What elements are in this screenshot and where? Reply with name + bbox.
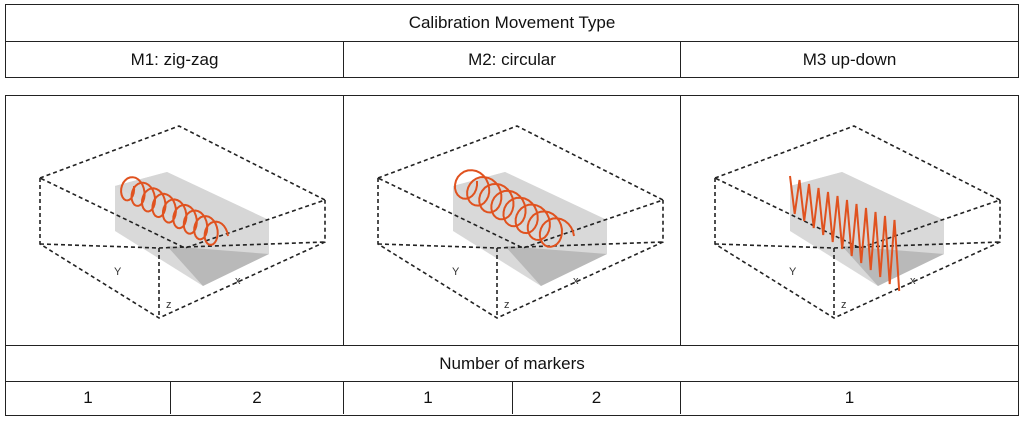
m2-diagram: Y x z	[375, 125, 665, 319]
m2-markers-2: 2	[512, 382, 680, 414]
m1-label: M1: zig-zag	[130, 49, 219, 69]
m2-axis-z-label: z	[504, 299, 510, 311]
illustration-row: Y x z Y x z Y x z	[6, 96, 1018, 345]
calibration-volume-shadow	[504, 246, 607, 286]
m3-updown-trajectory	[789, 175, 901, 292]
calibration-volume-shadow	[167, 246, 269, 286]
bounding-box-mid	[377, 241, 663, 249]
m1-diagram: Y x z	[37, 125, 328, 319]
bounding-box-top	[712, 125, 1003, 249]
bounding-box-mid	[714, 241, 1001, 249]
markers-title: Number of markers	[439, 353, 585, 373]
m3-markers-1: 1	[680, 382, 1018, 414]
m2-label: M2: circular	[343, 42, 680, 77]
m1-zigzag-trajectory	[120, 176, 229, 246]
m1-illustration: Y x z	[6, 96, 343, 345]
m1-axis-y-label: Y	[114, 266, 122, 278]
bounding-box-sides	[376, 178, 664, 319]
m3-axis-y-label: Y	[789, 266, 797, 278]
m3-axis-z-label: z	[841, 299, 847, 311]
bounding-box-mid	[39, 241, 326, 249]
m1-axis-z-label: z	[166, 299, 172, 311]
calibration-volume-face	[790, 172, 944, 236]
bounding-box-top	[375, 125, 665, 249]
m2-axis-y-label: Y	[452, 266, 460, 278]
m3-axis-x-label: x	[910, 275, 916, 287]
markers-header-row: Number of markers	[6, 345, 1018, 381]
movement-type-table: Calibration Movement Type M1: zig-zag M2…	[5, 4, 1019, 78]
bounding-box-sides	[39, 178, 326, 319]
movement-type-header-row: Calibration Movement Type	[6, 5, 1018, 41]
movement-labels-row: M1: zig-zag M2: circular M3 up-down	[6, 41, 1018, 77]
m1-markers-2: 2	[170, 382, 343, 414]
bounding-box-top	[37, 125, 328, 249]
m2-illustration: Y x z	[343, 96, 680, 345]
m3-label: M3 up-down	[680, 42, 1018, 77]
m3-illustration: Y x z	[680, 96, 1018, 345]
movement-type-title: Calibration Movement Type	[408, 13, 616, 32]
m1-axis-x-label: x	[235, 275, 241, 287]
m2-circular-trajectory	[453, 169, 575, 248]
m2-axis-x-label: x	[573, 275, 579, 287]
m1-markers-1: 1	[83, 388, 93, 407]
bounding-box-sides	[714, 178, 1001, 319]
m2-markers-1: 1	[343, 382, 512, 414]
markers-values-row: 1 2 1 2 1	[6, 381, 1018, 414]
movement-illustration-table: Y x z Y x z Y x z Number of ma	[5, 95, 1019, 416]
m1-scene	[37, 125, 328, 319]
calibration-volume-shadow	[842, 246, 944, 286]
m3-diagram: Y x z	[712, 125, 1003, 319]
